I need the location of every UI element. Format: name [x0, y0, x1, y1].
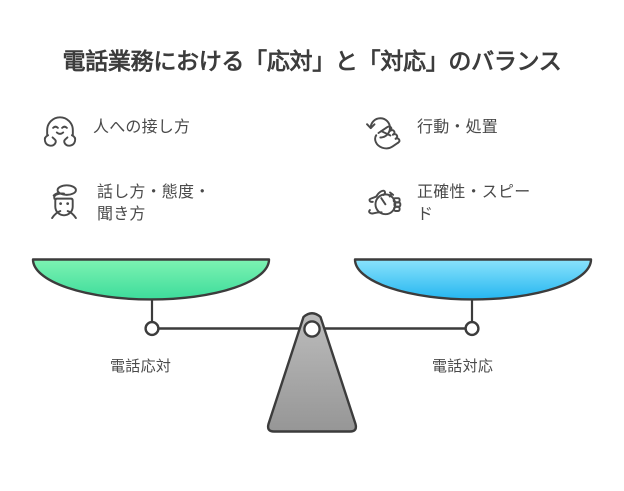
balance-fulcrum: [266, 312, 358, 433]
feature-left-1: 人への接し方: [38, 110, 278, 154]
feature-left-1-label: 人への接し方: [93, 119, 191, 136]
feature-right-1: 行動・処置: [362, 110, 602, 154]
right-pan-label: 電話対応: [432, 358, 494, 375]
left-pivot-circle: [144, 320, 160, 337]
right-pivot-circle: [464, 320, 480, 337]
feature-right-2-label: 正確性・スピー ド: [417, 180, 530, 226]
feature-left-2-label-line1: 話し方・態度・: [97, 184, 211, 201]
feature-right-2: 正確性・スピー ド: [362, 180, 592, 226]
feature-left-2-label-line2: 聞き方: [97, 206, 146, 224]
fulcrum-hole: [303, 320, 321, 338]
left-pan-label: 電話応対: [110, 358, 172, 375]
feature-left-2-label: 話し方・態度・ 聞き方: [97, 180, 210, 226]
page-title: 電話業務における「応対」と「対応」のバランス: [62, 48, 562, 74]
feature-left-2: 話し方・態度・ 聞き方: [42, 180, 252, 226]
left-pan: [31, 258, 271, 301]
feature-right-2-label-line1: 正確性・スピー: [417, 184, 531, 201]
feature-right-1-label: 行動・処置: [417, 119, 499, 136]
hand-stopwatch-icon: [362, 180, 406, 224]
speaking-person-icon: [42, 180, 86, 224]
hugging-face-icon: [38, 110, 82, 154]
right-pan: [353, 258, 593, 301]
feature-right-2-label-line2: ド: [417, 206, 434, 224]
hand-rotate-gesture-icon: [362, 110, 406, 154]
